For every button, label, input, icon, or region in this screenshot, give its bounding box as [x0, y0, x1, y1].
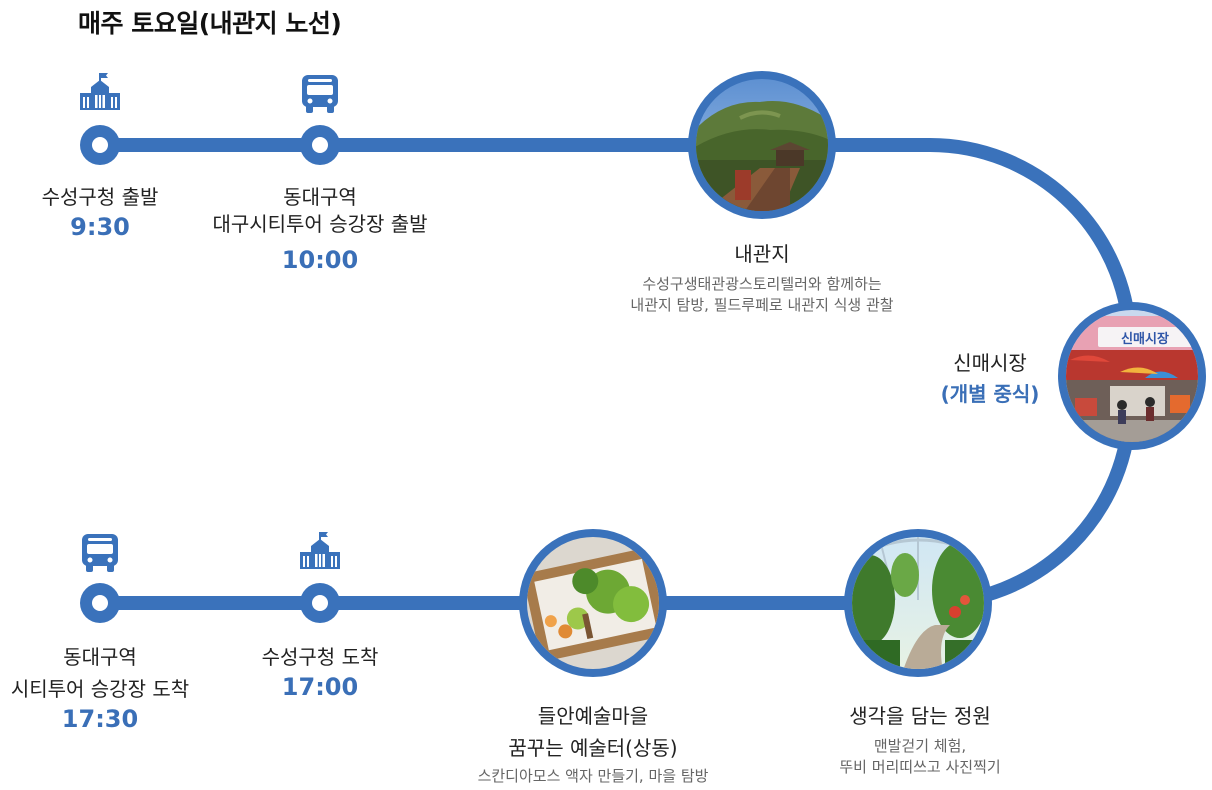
stop-name: 대구시티투어 승강장 출발 [212, 212, 428, 236]
stop-time: 17:30 [61, 705, 139, 733]
bus-icon [302, 75, 338, 113]
market-sign-text: 신매시장 [1121, 331, 1169, 347]
stop-name: 생각을 담는 정원 [849, 704, 991, 728]
stop-marker-end-station [80, 583, 120, 623]
stop-time: 17:00 [281, 673, 359, 701]
stop-marker-end-office [300, 583, 340, 623]
stop-art-village: 들안예술마을 꿈꾸는 예술터(상동) 스칸디아모스 액자 만들기, 마을 탐방 [453, 703, 733, 787]
stop-name: 수성구청 출발 [41, 185, 159, 209]
stop-name: 수성구청 도착 [261, 645, 379, 669]
stop-desc: 내관지 탐방, 필드루페로 내관지 식생 관찰 [630, 296, 894, 314]
stop-name: 내관지 [734, 242, 790, 266]
stop-desc: 수성구생태관광스토리텔러와 함께하는 [642, 275, 882, 293]
stop-desc: 스칸디아모스 액자 만들기, 마을 탐방 [477, 767, 709, 785]
stop-name: 신매시장 [953, 351, 1027, 375]
art-village-photo [519, 529, 667, 677]
stop-sinmae: 신매시장 (개별 중식) [920, 350, 1060, 408]
stop-desc: 맨발걷기 체험, [873, 737, 967, 755]
building-icon [80, 73, 120, 110]
stop-garden: 생각을 담는 정원 맨발걷기 체험, 뚜비 머리띠쓰고 사진찍기 [800, 703, 1040, 778]
building-icon [300, 532, 340, 569]
sinmae-market-photo: 신매시장 [1058, 302, 1206, 450]
stop-name: 동대구역 [283, 185, 357, 209]
stop-time: 10:00 [281, 246, 359, 274]
stop-end-station: 동대구역 시티투어 승강장 도착 17:30 [0, 644, 200, 735]
stop-note: (개별 중식) [940, 382, 1040, 406]
stop-name: 들안예술마을 [537, 704, 649, 728]
stop-naegwanji: 내관지 수성구생태관광스토리텔러와 함께하는 내관지 탐방, 필드루페로 내관지… [612, 241, 912, 316]
stop-name: 동대구역 [63, 645, 137, 669]
stop-marker-start-office [80, 125, 120, 165]
stop-name: 꿈꾸는 예술터(상동) [508, 736, 678, 760]
garden-photo [844, 529, 992, 677]
stop-name: 시티투어 승강장 도착 [10, 677, 190, 701]
bus-icon [82, 534, 118, 572]
naegwanji-photo [688, 71, 836, 219]
stop-start-office: 수성구청 출발 9:30 [20, 184, 180, 243]
stop-end-office: 수성구청 도착 17:00 [230, 644, 410, 703]
stop-desc: 뚜비 머리띠쓰고 사진찍기 [839, 758, 1001, 776]
stop-start-station: 동대구역 대구시티투어 승강장 출발 10:00 [185, 184, 455, 276]
stop-marker-start-station [300, 125, 340, 165]
stop-time: 9:30 [70, 213, 130, 241]
page-title: 매주 토요일(내관지 노선) [78, 9, 342, 38]
